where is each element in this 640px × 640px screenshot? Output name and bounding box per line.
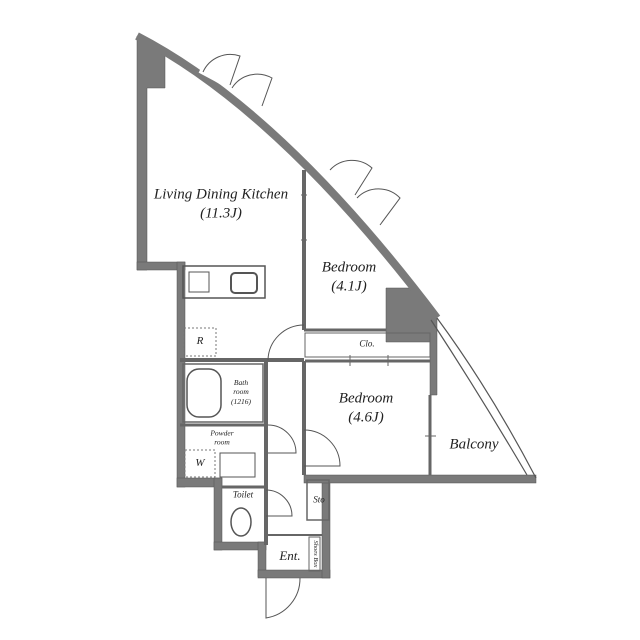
room-powder-label: Powder room [210,429,233,448]
room-toilet-label: Toilet [232,489,254,500]
refrigerator-icon [183,327,217,357]
room-closet-label: Clo. [359,338,375,349]
shoebox-label: Shoes Box [312,540,320,568]
washbasin-icon [219,452,256,478]
room-size: (4.6J) [348,409,384,425]
room-name: Bedroom [321,259,377,276]
window-door-arcs [202,53,401,226]
kitchen-counter [182,265,266,299]
room-name: room [233,387,249,397]
room-name: Living Dining Kitchen [153,186,289,203]
room-storage-label: Sto [313,494,325,505]
room-balcony-label: Balcony [449,436,499,453]
room-size: (11.3J) [200,205,242,221]
room-bathroom-label: Bath room (1216) [231,378,251,406]
washer-icon [184,449,216,478]
stove-icon [188,271,210,293]
interior-door-arcs [265,324,341,619]
bathtub-icon [186,368,222,418]
room-size: (4.1J) [331,278,367,294]
interior-walls [180,170,436,572]
room-bedroom2-label: Bedroom (4.6J) [339,389,393,427]
exterior-walls [136,35,537,579]
refrigerator-label: R [196,335,204,348]
room-entrance-label: Ent. [279,547,301,563]
room-ldk-label: Living Dining Kitchen (11.3J) [154,185,288,223]
room-name: Bedroom [338,390,394,407]
room-name: Powder [210,428,234,438]
washer-label: W [195,457,205,470]
room-name: Bath [233,377,249,387]
toilet-icon [230,507,252,537]
curved-facade [135,32,537,479]
sink-icon [230,272,258,294]
room-bedroom1-label: Bedroom (4.1J) [322,258,376,296]
room-name: room [214,438,230,447]
room-size: (1216) [231,396,251,406]
